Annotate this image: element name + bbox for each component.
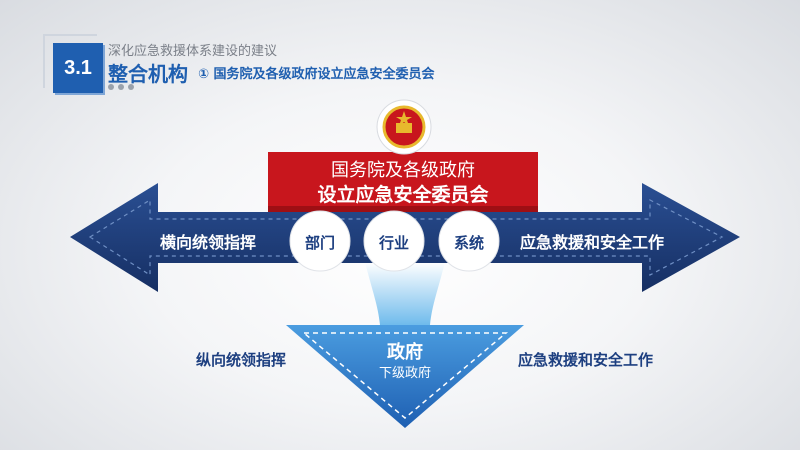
decorative-dots (108, 84, 134, 90)
down-arrow-title: 政府 (387, 342, 423, 363)
slide-subheading: ① 国务院及各级政府设立应急安全委员会 (198, 67, 435, 82)
slide-subtitle: 深化应急救援体系建设的建议 (108, 44, 278, 59)
red-box-line2: 设立应急安全委员会 (317, 184, 489, 206)
circle-label-industry: 行业 (378, 234, 409, 252)
red-box (268, 152, 538, 212)
vertical-work-label: 应急救援和安全工作 (518, 351, 654, 369)
down-arrow-stem (365, 262, 445, 325)
red-box-line1: 国务院及各级政府 (331, 160, 475, 181)
down-arrow-subtitle: 下级政府 (378, 366, 431, 381)
right-arrow-label: 应急救援和安全工作 (520, 233, 665, 252)
circle-label-department: 部门 (304, 234, 335, 252)
slide-title: 整合机构 (108, 62, 188, 86)
vertical-command-label: 纵向统领指挥 (196, 351, 287, 369)
section-frame (43, 34, 97, 88)
double-arrow-dashed-outline (88, 198, 724, 277)
down-arrow-dashed-outline (301, 332, 509, 419)
section-number-badge: 3.1 (53, 43, 103, 93)
circle-nodes (289, 210, 500, 272)
left-arrow-label: 横向统领指挥 (160, 233, 257, 252)
down-arrow-head (286, 325, 524, 428)
circle-label-system: 系统 (453, 234, 484, 252)
